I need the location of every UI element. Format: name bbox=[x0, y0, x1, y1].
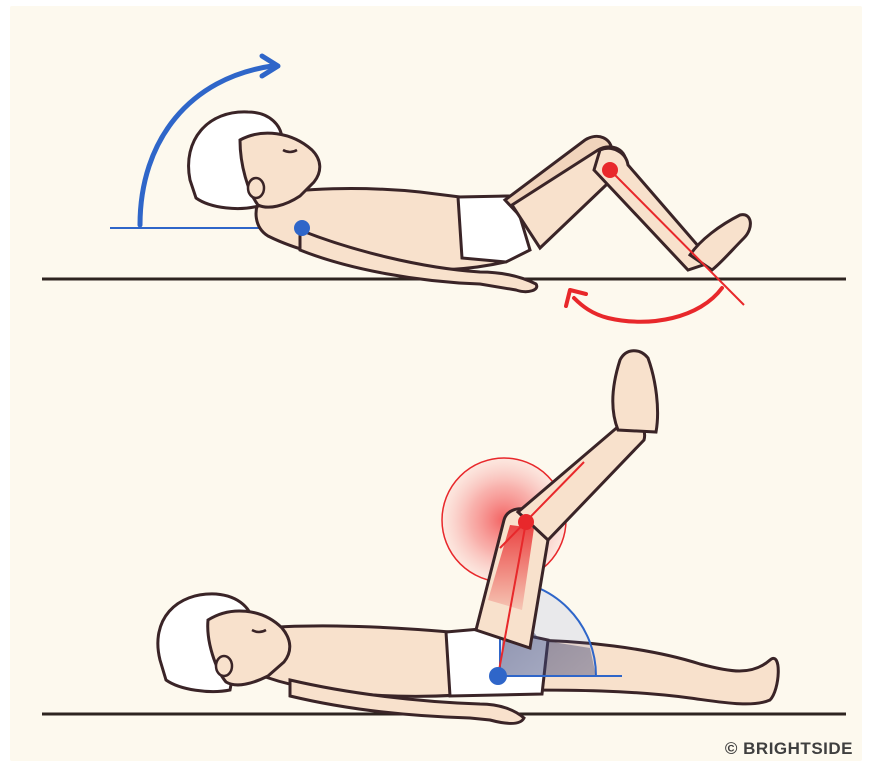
bottom-ear bbox=[216, 656, 232, 676]
top-ear bbox=[248, 178, 264, 198]
top-knee-dot bbox=[602, 162, 618, 178]
top-neck-dot bbox=[294, 220, 310, 236]
bottom-hip-dot bbox=[489, 667, 507, 685]
bottom-foot-raised bbox=[613, 351, 658, 432]
brightside-watermark: © BRIGHTSIDE bbox=[725, 739, 853, 759]
bottom-knee-dot bbox=[518, 514, 534, 530]
